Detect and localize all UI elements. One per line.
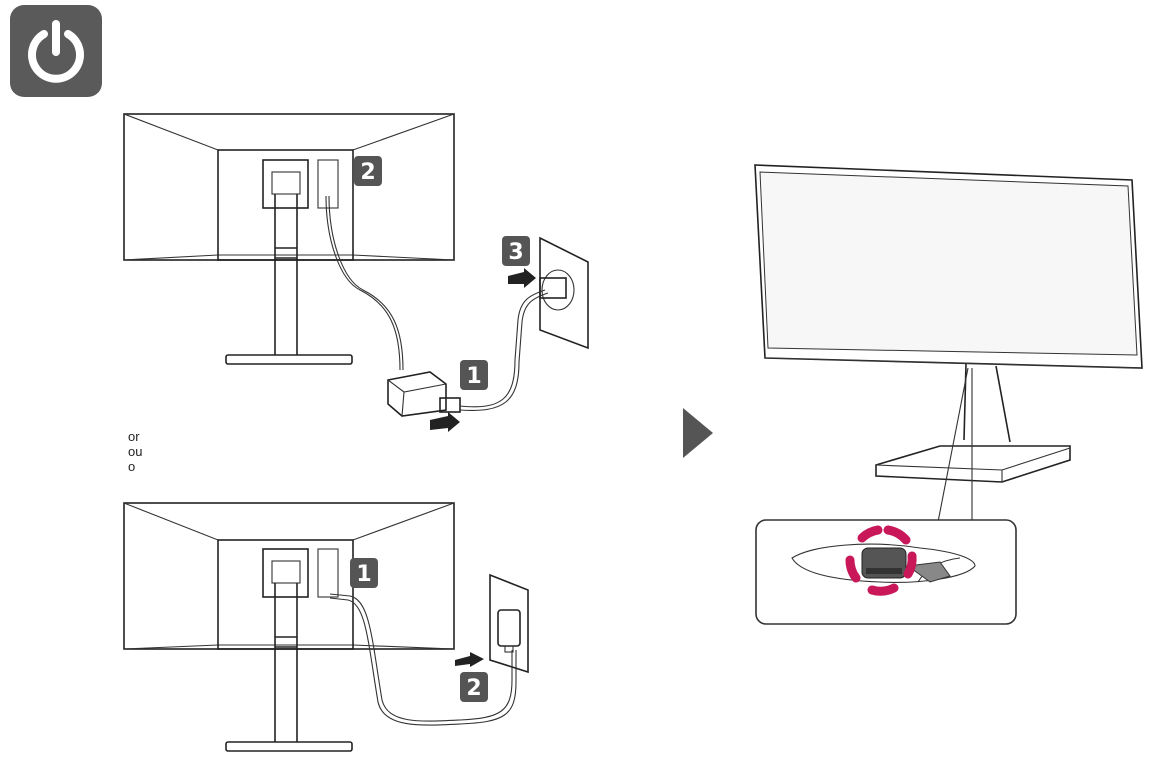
push-arrow-a1 bbox=[430, 412, 460, 432]
or-label-2: ou bbox=[128, 444, 142, 459]
svg-text:3: 3 bbox=[508, 240, 523, 265]
monitor-back-bottom bbox=[123, 502, 455, 752]
or-label-3: o bbox=[128, 459, 135, 474]
monitor-back-top bbox=[123, 113, 455, 371]
wall-outlet-a bbox=[539, 236, 589, 350]
step-badge-a2: 2 bbox=[354, 156, 382, 186]
next-arrow-icon bbox=[683, 408, 713, 458]
joystick-highlight bbox=[845, 525, 917, 596]
power-icon bbox=[10, 5, 102, 97]
power-cord-b bbox=[329, 593, 517, 726]
or-label-1: or bbox=[128, 429, 140, 444]
monitor-front bbox=[754, 164, 1143, 483]
wall-outlet-b bbox=[489, 573, 529, 674]
svg-text:2: 2 bbox=[360, 160, 375, 185]
svg-text:1: 1 bbox=[356, 562, 371, 587]
push-arrow-a3 bbox=[508, 268, 536, 288]
power-adapter bbox=[387, 371, 461, 417]
step-badge-a3: 3 bbox=[502, 236, 530, 266]
joystick-callout bbox=[755, 519, 1017, 625]
callout-line-left bbox=[937, 367, 969, 523]
step-badge-b2: 2 bbox=[460, 672, 488, 702]
step-badge-a1: 1 bbox=[460, 360, 488, 390]
svg-text:1: 1 bbox=[466, 364, 481, 389]
step-badge-b1: 1 bbox=[350, 558, 378, 588]
svg-text:2: 2 bbox=[466, 676, 481, 701]
push-arrow-b2 bbox=[455, 652, 484, 667]
power-cord-a bbox=[459, 289, 549, 412]
